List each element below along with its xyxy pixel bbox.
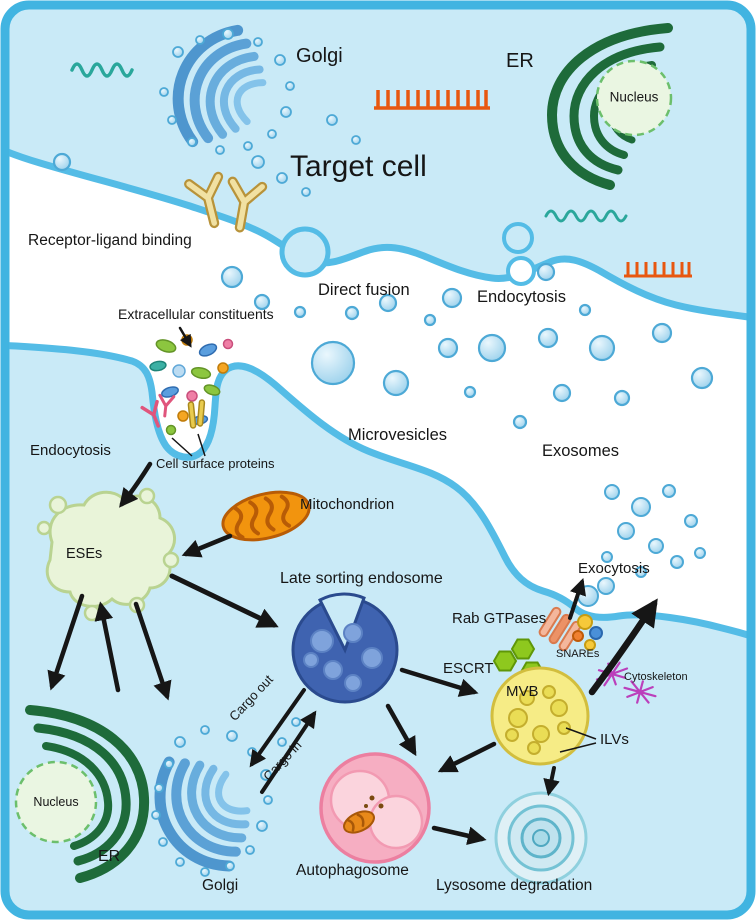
late-sorting-endosome-icon (291, 592, 399, 704)
label-er-bottom: ER (98, 848, 121, 865)
mrna-squiggle-icon (70, 62, 134, 78)
rab-gtpases-icon (538, 606, 582, 652)
label-golgi-bottom: Golgi (202, 877, 239, 894)
arrow-golgi-to-eses (94, 601, 121, 693)
target-cell-membrane (5, 145, 751, 322)
label-er-top: ER (506, 50, 534, 72)
label-rab-gtpases: Rab GTPases (452, 610, 547, 627)
label-eses: ESEs (66, 546, 103, 562)
rna-strand-icon (624, 262, 692, 278)
arrow-endocytosis-to-eses (119, 461, 153, 508)
autophagosome-icon (319, 752, 431, 864)
golgi-apparatus-top-icon (172, 24, 267, 148)
label-extracellular-constituents: Extracellular constituents (118, 306, 274, 322)
arrow-cargo-in (260, 710, 317, 794)
label-cell-surface-proteins: Cell surface proteins (156, 456, 275, 471)
direct-fusion-vesicle-icon (279, 226, 331, 278)
label-escrt: ESCRT (443, 660, 494, 677)
extracellular-constituents-icons (149, 334, 234, 436)
arrow-eses-to-endosome (169, 573, 279, 628)
lysosome-icon (494, 791, 588, 885)
label-mvb: MVB (506, 683, 539, 700)
arrow-label-to-constituents (178, 326, 192, 348)
arrow-endosome-to-autophagosome (385, 703, 417, 757)
nucleus-top-icon (595, 59, 673, 137)
exosomes-group (577, 484, 706, 607)
label-autophagosome: Autophagosome (296, 862, 409, 879)
ilvs-icons (505, 685, 571, 755)
label-nucleus-bottom: Nucleus (33, 795, 79, 810)
arrow-eses-to-golgi (133, 601, 172, 701)
arrow-autophagosome-to-lysosome (431, 825, 487, 846)
arrow-cargo-out (249, 688, 306, 768)
arrow-eses-to-er (47, 593, 85, 691)
pointer-lines (171, 433, 597, 753)
label-microvesicles: Microvesicles (348, 426, 448, 444)
arrow-endosome-to-mvb (399, 667, 479, 697)
label-golgi-top: Golgi (296, 45, 343, 67)
er-bottom-icon (25, 705, 150, 883)
mitochondrion-icon (221, 490, 311, 542)
label-mitochondrion: Mitochondrion (300, 496, 395, 513)
endocytosis-vesicle-icon (502, 222, 534, 254)
arrow-mvb-to-autophagosome (437, 741, 497, 773)
label-direct-fusion: Direct fusion (318, 281, 410, 299)
receptor-y-icon (227, 176, 268, 233)
receptor-y-icon (184, 171, 224, 229)
label-lysosome-degradation: Lysosome degradation (436, 877, 593, 894)
arrow-snares-to-membrane (568, 578, 586, 620)
arrow-mvb-to-exocytosis (588, 598, 658, 696)
pointer-ilvs (559, 727, 597, 753)
eses-icon (36, 487, 180, 622)
snares-icon (572, 614, 603, 651)
label-endocytosis-bottom: Endocytosis (30, 442, 111, 459)
golgi-vesicles-bottom (151, 717, 301, 877)
label-ilvs: ILVs (600, 731, 629, 748)
label-cytoskeleton: Cytoskeleton (624, 671, 688, 683)
arrow-mvb-to-lysosome (543, 766, 560, 797)
pointer-cell-surface-proteins (171, 433, 206, 457)
cell-surface-proteins-icons (140, 393, 206, 429)
arrow-mito-to-eses (181, 533, 233, 558)
golgi-vesicles-top (159, 28, 361, 197)
label-receptor-ligand-binding: Receptor-ligand binding (28, 232, 192, 249)
label-exosomes: Exosomes (542, 442, 620, 460)
label-target-cell: Target cell (290, 150, 427, 183)
label-nucleus-top: Nucleus (609, 89, 659, 105)
mrna-squiggle-icon (544, 209, 628, 223)
nucleus-bottom-icon (14, 760, 98, 844)
microvesicles-group (52, 152, 714, 430)
label-snares: SNAREs (556, 648, 600, 660)
rna-strand-icon (374, 90, 490, 110)
label-exocytosis: Exocytosis (578, 560, 650, 577)
golgi-apparatus-bottom-icon (154, 756, 251, 872)
label-late-sorting-endosome: Late sorting endosome (280, 570, 443, 587)
label-endocytosis-top: Endocytosis (477, 288, 566, 306)
cytoskeleton-icon (595, 661, 657, 704)
mvb-icon (490, 666, 590, 766)
endocytosis-pit-icon (506, 256, 536, 286)
arrows-group (47, 326, 658, 846)
